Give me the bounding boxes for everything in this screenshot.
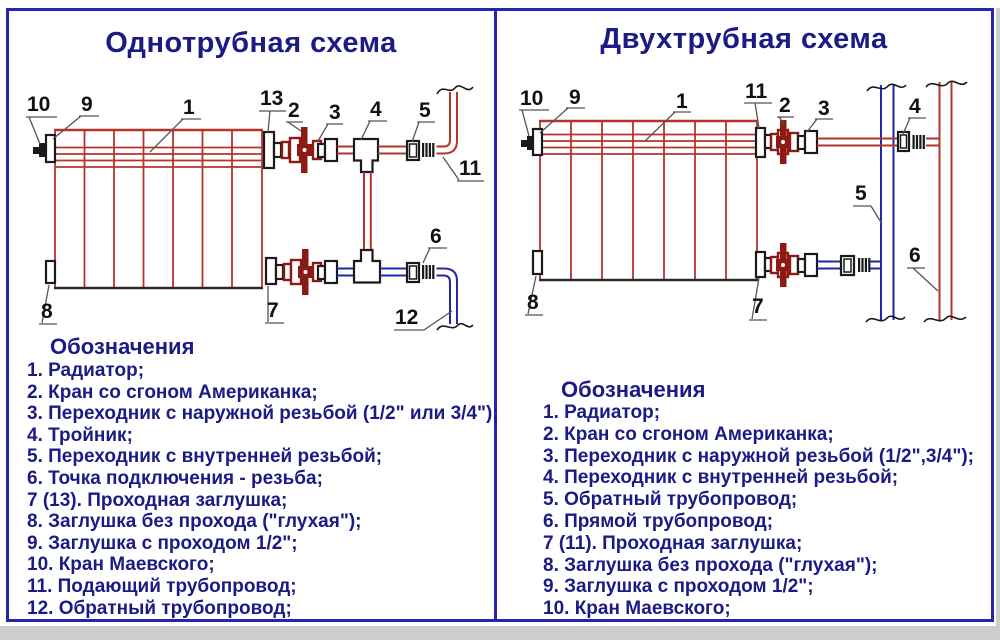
legend-item: 9. Заглушка с проходом 1/2"; <box>543 576 814 598</box>
legend-item: 10. Кран Маевского; <box>543 598 731 620</box>
callout-1: 1 <box>676 90 688 113</box>
legend-item: 3. Переходник с наружной резьбой (1/2" и… <box>27 403 499 425</box>
callout-6: 6 <box>430 225 442 248</box>
callout-4: 4 <box>909 95 921 118</box>
callout-10: 10 <box>27 93 51 116</box>
callout-5: 5 <box>419 99 431 122</box>
legend-item: 11. Подающий трубопровод; <box>27 575 297 597</box>
callout-3: 3 <box>329 101 341 124</box>
break-marks-right <box>865 80 968 323</box>
left-panel-title: Однотрубная схема <box>105 27 397 59</box>
radiator-right <box>539 119 758 282</box>
thread-fitting-icon <box>422 143 435 157</box>
left-legend-list: 1. Радиатор;2. Кран со сгоном Американка… <box>27 360 499 619</box>
legend-item: 12. Обратный трубопровод; <box>27 597 292 619</box>
maevsky-valve-icon-left <box>33 143 48 157</box>
callout-10: 10 <box>520 87 544 110</box>
leader-lines-right <box>519 102 939 321</box>
left-legend-title: Обозначения <box>50 334 195 359</box>
callout-2: 2 <box>288 99 300 122</box>
callout-11: 11 <box>459 157 482 180</box>
callout-12: 12 <box>395 306 419 329</box>
legend-item: 3. Переходник с наружной резьбой (1/2",3… <box>543 445 974 467</box>
legend-item: 4. Тройник; <box>27 424 133 446</box>
legend-item: 9. Заглушка с проходом 1/2"; <box>27 532 298 554</box>
right-legend-title: Обозначения <box>561 377 706 402</box>
callout-13: 13 <box>260 87 284 110</box>
legend-item: 5. Обратный трубопровод; <box>543 489 798 511</box>
legend-item: 4. Переходник с внутренней резьбой; <box>543 467 899 489</box>
radiator-left <box>54 128 263 290</box>
panel-divider <box>494 8 497 622</box>
callout-1: 1 <box>183 96 195 119</box>
supply-pipe-left <box>436 92 458 155</box>
blind-plug-bottom-right <box>531 249 544 276</box>
bottom-connection-left <box>264 248 435 295</box>
blind-plug-bottom-left <box>44 259 57 285</box>
legend-item: 6. Точка подключения - резьба; <box>27 467 323 489</box>
callout-9: 9 <box>569 86 581 109</box>
callout-11: 11 <box>745 80 768 103</box>
thread-fitting-icon <box>422 265 435 279</box>
legend-item: 2. Кран со сгоном Американка; <box>27 381 318 403</box>
thread-fitting-icon <box>912 135 925 149</box>
bypass-pipe-left <box>363 172 372 250</box>
legend-item: 2. Кран со сгоном Американка; <box>543 423 834 445</box>
return-pipe-left <box>436 267 458 324</box>
top-connection-left <box>262 127 435 174</box>
callout-7: 7 <box>752 295 764 318</box>
callout-6: 6 <box>909 244 921 267</box>
break-marks-left <box>436 85 474 331</box>
leader-lines-left <box>26 110 484 331</box>
legend-item: 1. Радиатор; <box>543 402 661 423</box>
callout-3: 3 <box>818 97 830 120</box>
riser-pipes-right <box>880 82 953 320</box>
maevsky-valve-icon-right <box>521 136 536 150</box>
pass-plug-top-right <box>531 127 544 157</box>
legend-item: 6. Прямой трубопровод; <box>543 510 774 532</box>
callout-7: 7 <box>267 299 279 322</box>
legend-item: 8. Заглушка без прохода ("глухая"); <box>543 554 878 576</box>
pass-plug-top-left <box>44 133 57 164</box>
drawing-frame <box>6 8 994 622</box>
callout-4: 4 <box>370 98 382 121</box>
legend-item: 7 (11). Проходная заглушка; <box>543 532 803 554</box>
callout-9: 9 <box>81 93 93 116</box>
legend-item: 5. Переходник с внутренней резьбой; <box>27 446 383 468</box>
page-margin-bottom <box>0 626 1000 640</box>
legend-item: 8. Заглушка без прохода ("глухая"); <box>27 511 362 533</box>
legend-item: 1. Радиатор; <box>27 360 145 381</box>
callout-8: 8 <box>527 291 539 314</box>
bottom-connection-right <box>754 243 882 287</box>
page-margin-right <box>996 8 1000 626</box>
callout-5: 5 <box>855 182 867 205</box>
legend-item: 10. Кран Маевского; <box>27 554 215 576</box>
callout-8: 8 <box>41 300 53 323</box>
callout-2: 2 <box>779 94 791 117</box>
legend-item: 7 (13). Проходная заглушка; <box>27 489 288 511</box>
right-legend-list: 1. Радиатор;2. Кран со сгоном Американка… <box>543 402 988 620</box>
top-connection-right <box>754 120 940 164</box>
right-panel-title: Двухтрубная схема <box>600 23 888 55</box>
thread-fitting-icon <box>858 258 871 272</box>
